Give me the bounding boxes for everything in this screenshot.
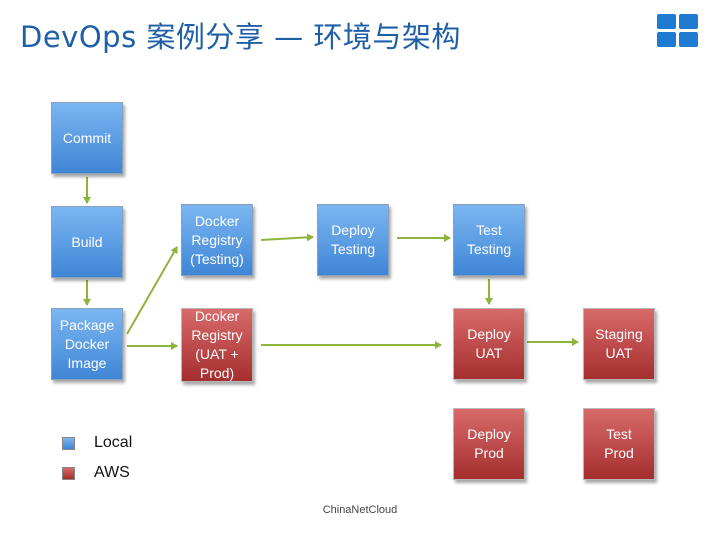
staging-uat-node: Staging UAT xyxy=(583,308,655,380)
arrow-package-registry-testing xyxy=(126,246,178,335)
legend-aws-label: AWS xyxy=(94,464,130,481)
test-prod-node: Test Prod xyxy=(583,408,655,480)
legend-aws-swatch xyxy=(62,467,75,480)
build-node: Build xyxy=(51,206,123,278)
deploy-prod-node: Deploy Prod xyxy=(453,408,525,480)
legend-local-label: Local xyxy=(94,434,133,451)
test-testing-node: Test Testing xyxy=(453,204,525,276)
commit-node: Commit xyxy=(51,102,123,174)
arrow-registry-deploy-testing xyxy=(260,233,314,242)
docker-registry-uat-prod-node: Dcoker Registry (UAT + Prod) xyxy=(181,308,253,382)
slide-title: DevOps 案例分享 — 环境与架构 xyxy=(20,20,461,54)
docker-registry-testing-node: Docker Registry (Testing) xyxy=(181,204,253,276)
grid-logo-icon xyxy=(657,14,699,48)
deploy-uat-node: Deploy UAT xyxy=(453,308,525,380)
footer-brand: ChinaNetCloud xyxy=(322,504,398,516)
legend-local-swatch xyxy=(62,437,75,450)
package-docker-image-node: Package Docker Image xyxy=(51,308,123,380)
deploy-testing-node: Deploy Testing xyxy=(317,204,389,276)
